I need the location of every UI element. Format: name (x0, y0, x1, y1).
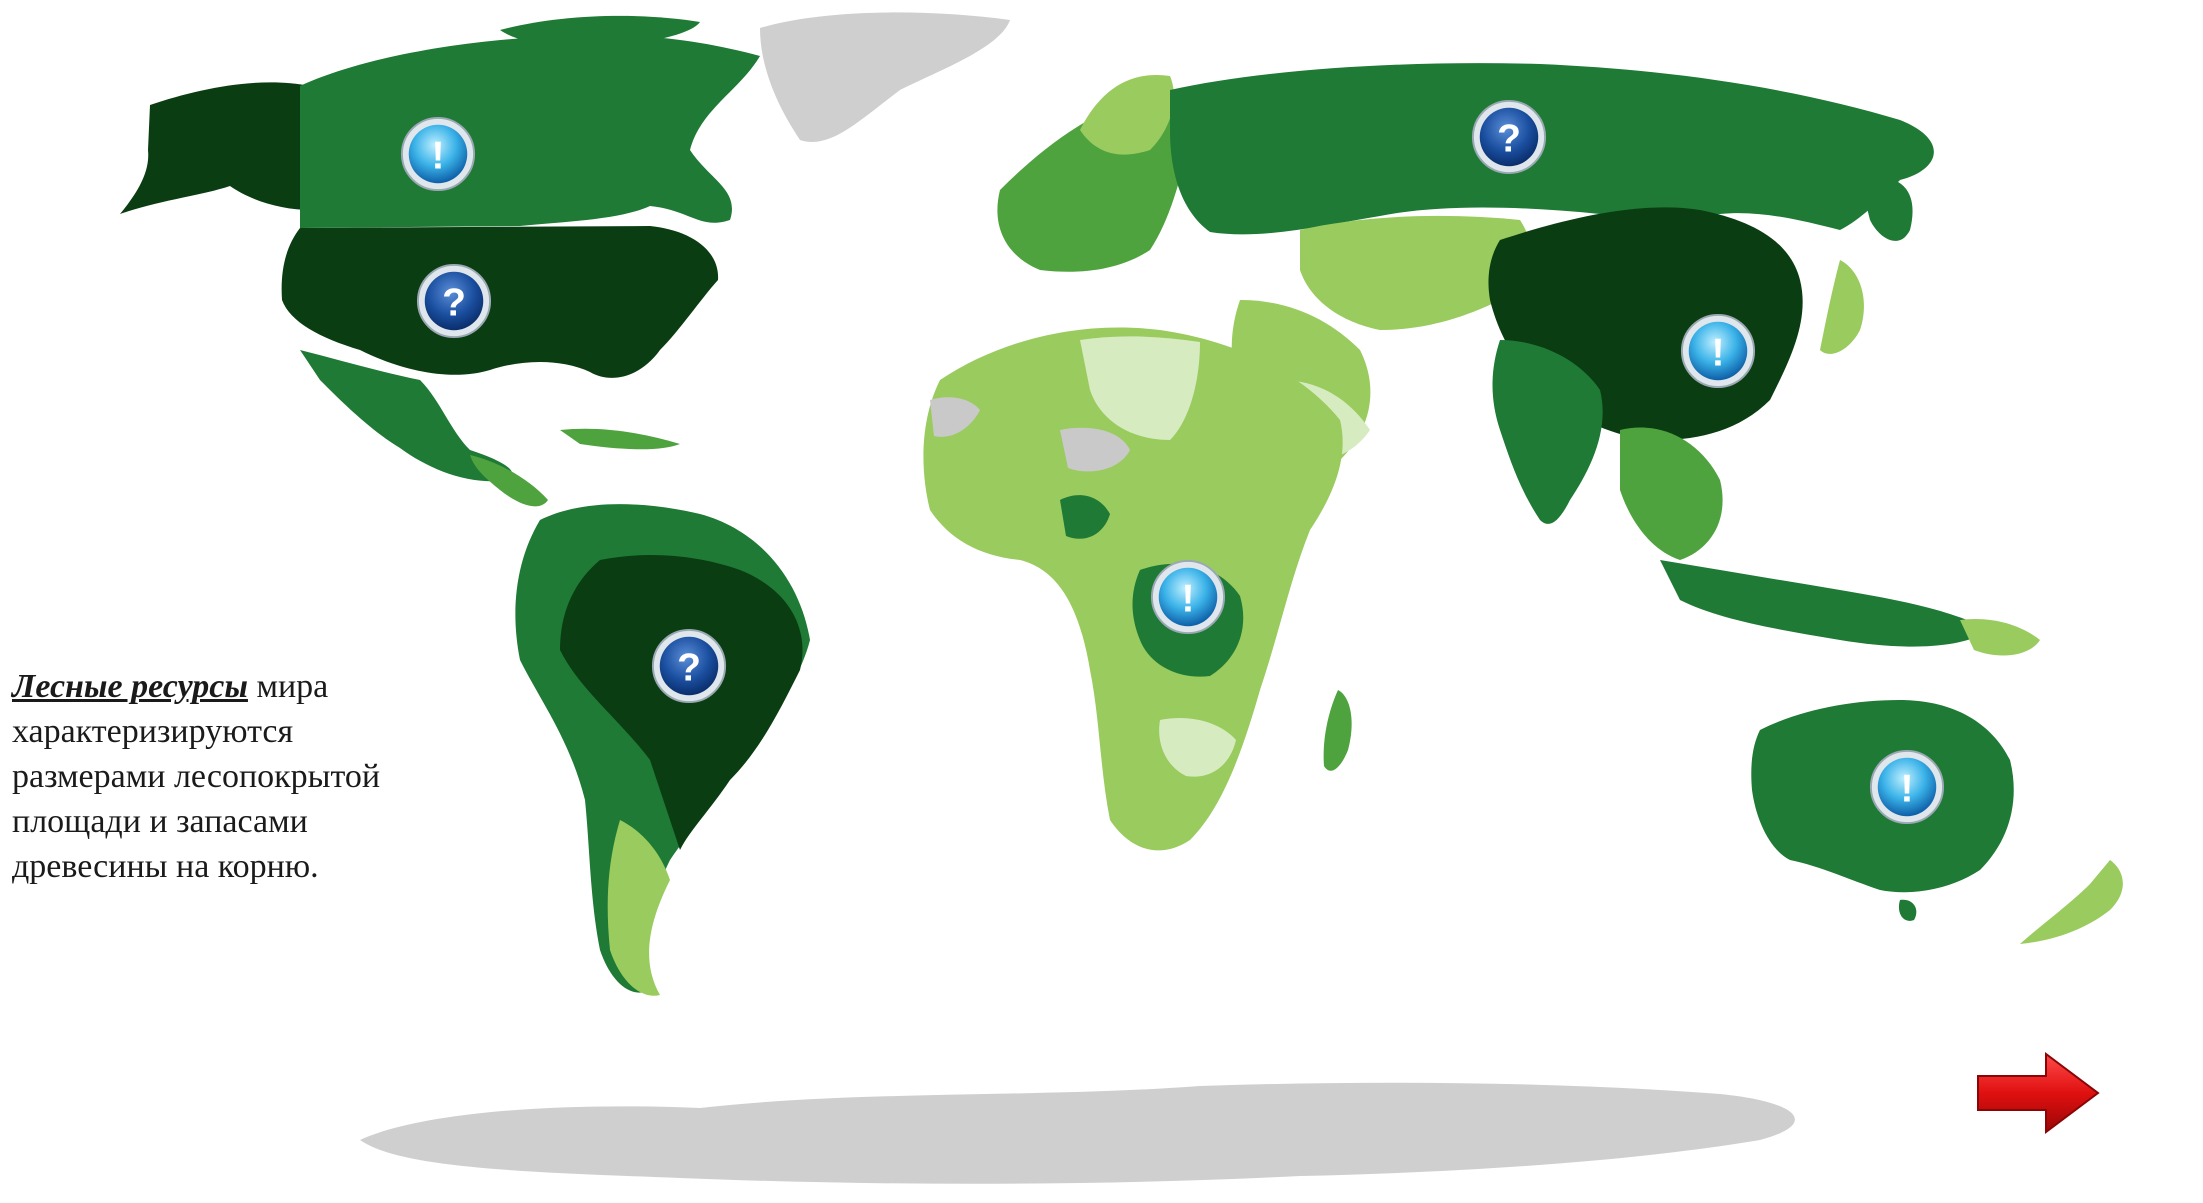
indonesia (1660, 560, 1990, 647)
caption-rest: мира характеризируются размерами лесопок… (12, 668, 381, 885)
marker-china-exclamation-icon[interactable]: ! (1679, 312, 1757, 390)
marker-symbol: ! (1901, 768, 1914, 811)
antarctica (360, 1082, 1795, 1184)
marker-australia-exclamation-icon[interactable]: ! (1868, 748, 1946, 826)
right-arrow-icon (1977, 1052, 2100, 1134)
western-sahara (930, 397, 980, 437)
central-america (470, 455, 548, 507)
scandinavia (1080, 74, 1174, 155)
japan (1820, 260, 1864, 354)
madagascar (1323, 690, 1352, 771)
marker-russia-question-icon[interactable]: ? (1470, 98, 1548, 176)
new-guinea (1960, 618, 2040, 656)
marker-brazil-question-icon[interactable]: ? (650, 627, 728, 705)
marker-symbol: ! (1182, 578, 1195, 621)
russia (1170, 63, 1934, 235)
tasmania (1898, 899, 1917, 921)
caption-term: Лесные ресурсы (12, 668, 248, 705)
next-slide-button[interactable] (1974, 1050, 2102, 1136)
marker-symbol: ! (432, 135, 445, 178)
marker-congo-exclamation-icon[interactable]: ! (1149, 558, 1227, 636)
central-asia (1300, 215, 1531, 330)
southern-africa (1159, 718, 1236, 777)
marker-symbol: ? (442, 282, 466, 325)
brazil (560, 555, 803, 850)
mexico (300, 350, 513, 482)
kamchatka (1860, 177, 1913, 241)
canada-arctic-islands (500, 15, 700, 48)
southeast-asia (1620, 427, 1723, 560)
caribbean (560, 428, 680, 450)
india (1492, 340, 1603, 524)
new-zealand (2020, 860, 2123, 944)
marker-symbol: ! (1712, 332, 1725, 375)
marker-canada-exclamation-icon[interactable]: ! (399, 115, 477, 193)
niger-region (1060, 427, 1130, 472)
marker-symbol: ? (1497, 118, 1521, 161)
marker-usa-question-icon[interactable]: ? (415, 262, 493, 340)
argentina (607, 820, 670, 996)
sahara (1080, 336, 1200, 440)
alaska (120, 82, 312, 214)
marker-symbol: ? (677, 647, 701, 690)
nigeria (1060, 495, 1110, 539)
greenland (760, 12, 1010, 142)
caption-text: Лесные ресурсы мира характеризируются ра… (12, 664, 432, 889)
canada (300, 34, 760, 228)
africa (923, 327, 1343, 851)
united-states (281, 226, 719, 378)
